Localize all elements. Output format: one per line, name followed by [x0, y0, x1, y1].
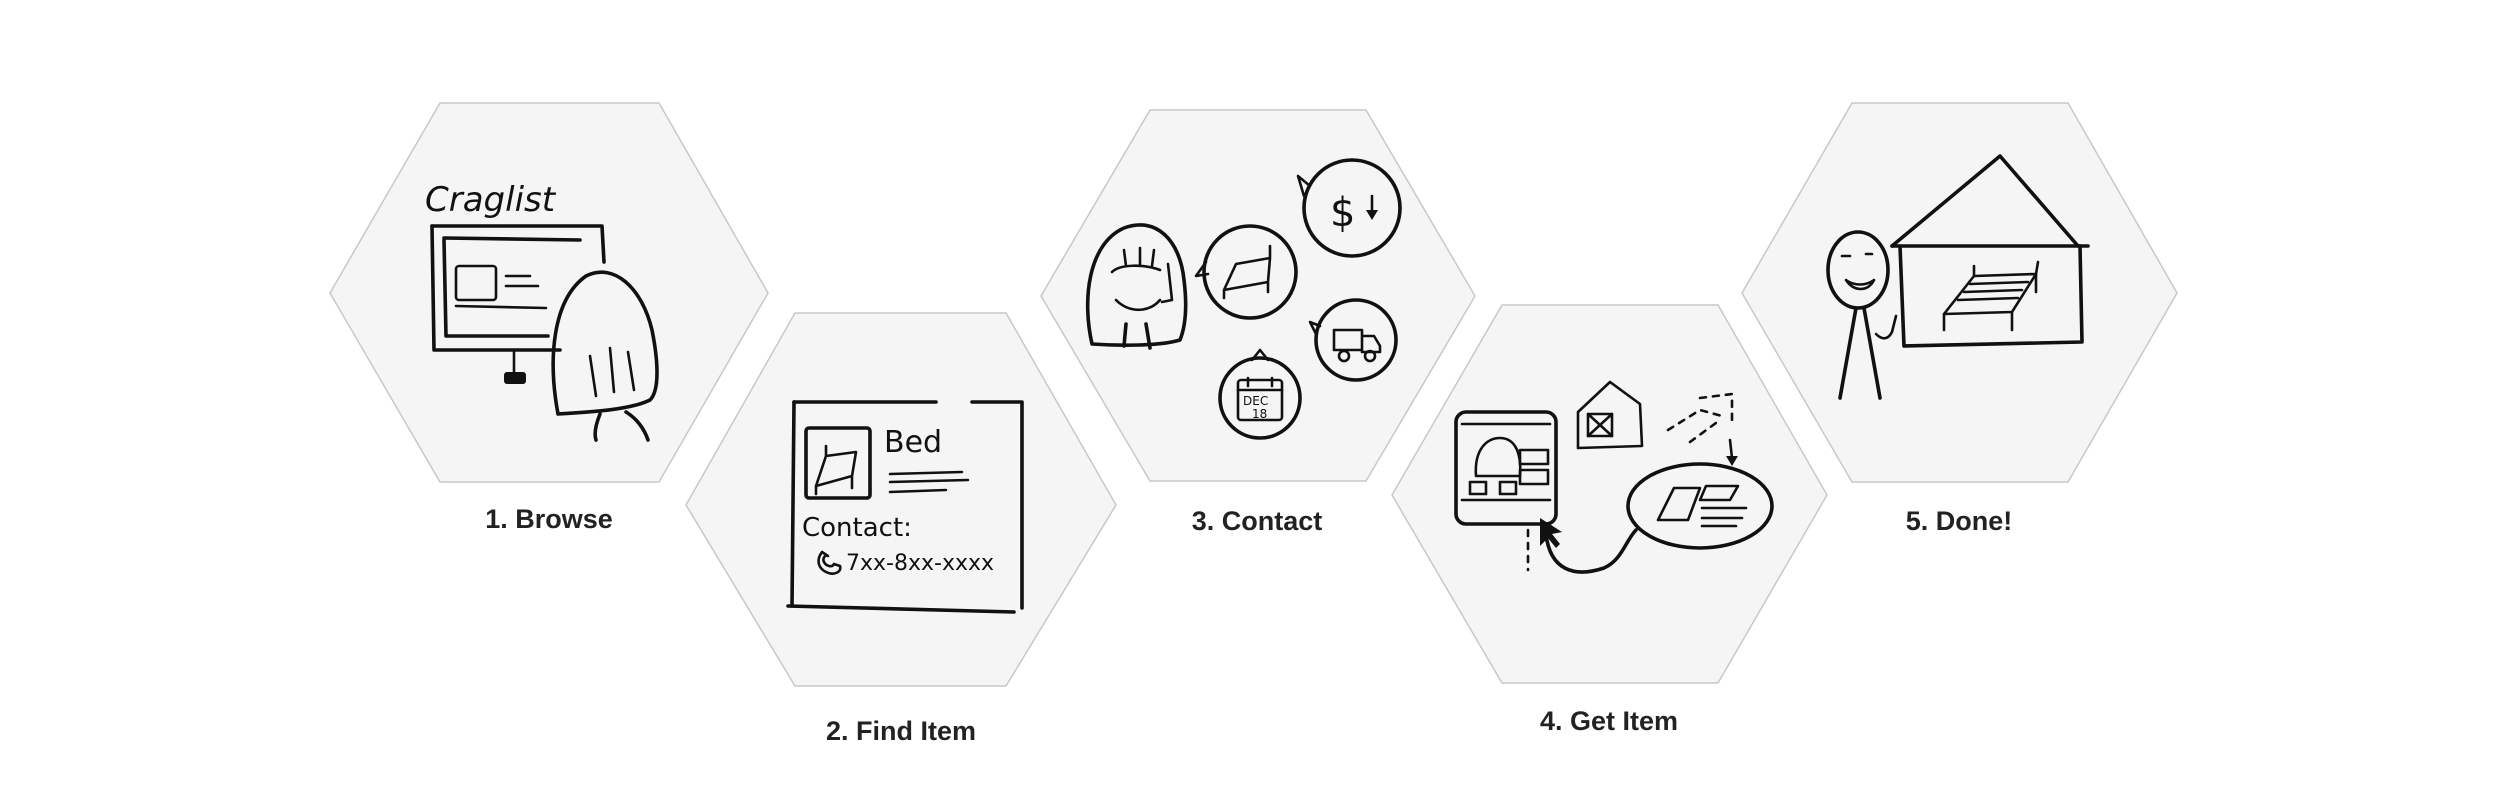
hexagon-step-2: [685, 312, 1117, 687]
contact-sketch-icon: $ DEC 18: [1085, 158, 1402, 440]
phone-number-text: 7xx-8xx-xxxx: [846, 551, 994, 576]
step-2-label: 2. Find Item: [826, 716, 976, 746]
step-1-browse: Craglist 1. Browse: [329, 102, 769, 534]
hexagon-step-1: [329, 102, 769, 483]
dollar-icon: $: [1330, 190, 1355, 236]
calendar-month-text: DEC: [1243, 394, 1268, 408]
step-3-contact: $ DEC 18 3. Contact: [1040, 109, 1476, 536]
listing-title-text: Bed: [884, 425, 942, 460]
hexagon-step-3: [1040, 109, 1476, 482]
step-5-label: 5. Done!: [1906, 506, 2013, 536]
pickup-sketch-icon: [1454, 380, 1774, 574]
step-4-label: 4. Get Item: [1540, 706, 1678, 736]
step-1-label: 1. Browse: [485, 504, 613, 534]
calendar-day-text: 18: [1252, 407, 1267, 421]
hexagon-step-4: [1391, 304, 1828, 684]
browse-sketch-icon: Craglist: [425, 180, 659, 442]
phone-icon: [817, 550, 842, 575]
contact-label-text: Contact:: [802, 513, 912, 543]
craglist-text: Craglist: [425, 180, 557, 220]
step-2-find-item: Bed Contact: 7xx-8xx-xxxx 2. Find Item: [685, 312, 1117, 746]
step-5-done: 5. Done!: [1741, 102, 2178, 536]
step-4-get-item: 4. Get Item: [1391, 304, 1828, 736]
step-3-label: 3. Contact: [1192, 506, 1323, 536]
done-sketch-icon: [1826, 154, 2090, 400]
listing-sketch-icon: Bed Contact: 7xx-8xx-xxxx: [786, 400, 1024, 614]
